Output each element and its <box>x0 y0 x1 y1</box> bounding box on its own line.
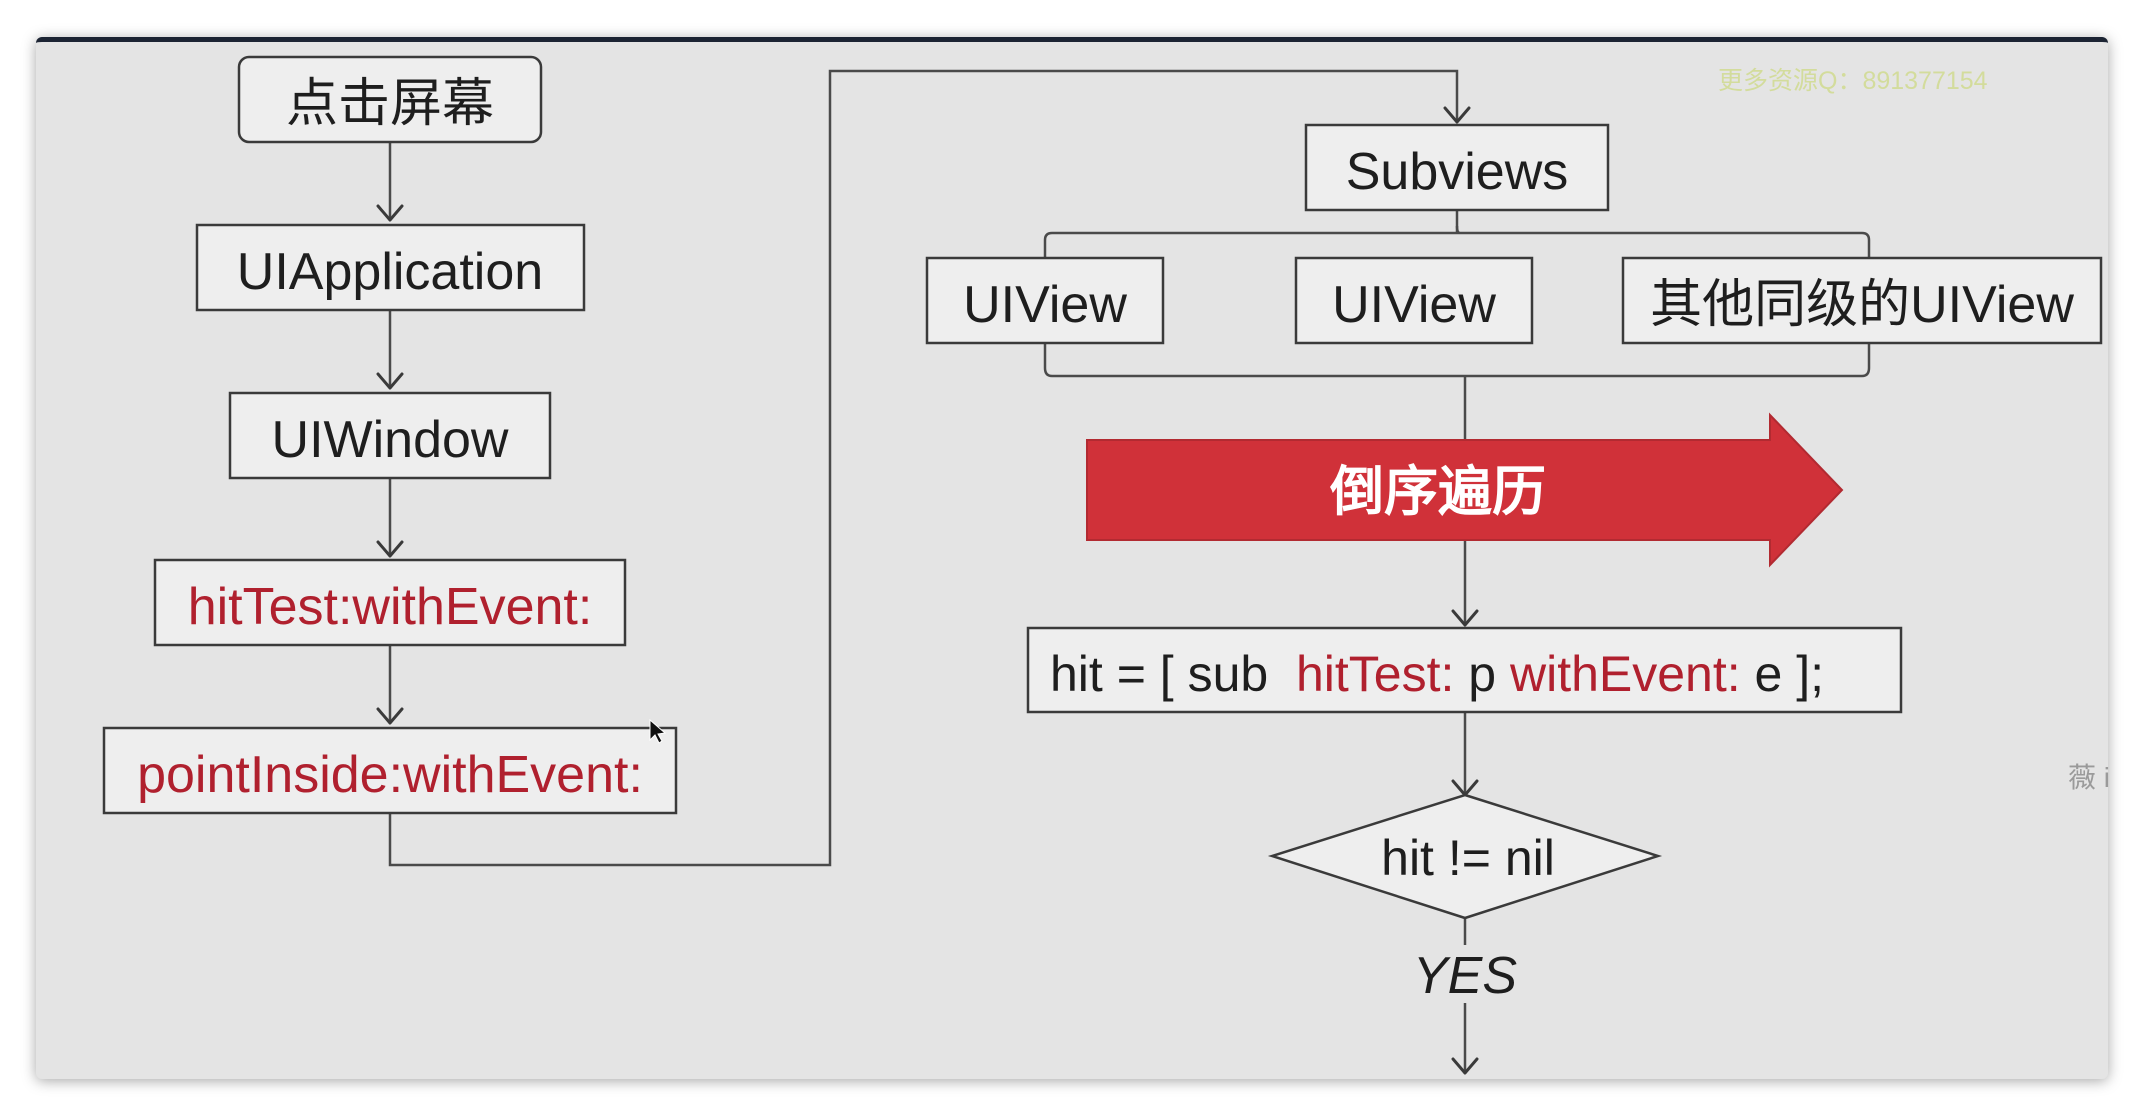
children-bracket <box>1043 343 1871 440</box>
node-uiview-2-label: UIView <box>1332 276 1496 334</box>
node-tap-screen: 点击屏幕 <box>237 55 543 144</box>
hit-code-part5: e ]; <box>1741 646 1824 702</box>
node-uiapplication: UIApplication <box>195 223 586 312</box>
watermark-text: 更多资源Q：891377154 <box>1718 67 1988 95</box>
right-connectors <box>1451 540 1479 1075</box>
node-decision: hit != nil <box>1267 793 1663 920</box>
node-hittest: hitTest:withEvent: <box>153 558 627 647</box>
node-decision-label: hit != nil <box>1381 830 1555 886</box>
hit-code-part1: hit = [ sub <box>1050 646 1296 702</box>
reverse-traverse-arrow: 倒序遍历 <box>1086 412 1844 568</box>
node-hit-code: hit = [ sub hitTest: p withEvent: e ]; <box>1026 626 1903 714</box>
hit-code-part4: withEvent: <box>1509 646 1741 702</box>
loop-connector <box>388 69 1459 867</box>
side-note-text: 薇 i <box>2068 762 2110 793</box>
node-hittest-label: hitTest:withEvent: <box>188 578 593 636</box>
subviews-arrowhead <box>1443 106 1471 124</box>
node-uiapplication-label: UIApplication <box>237 243 543 301</box>
node-uiwindow: UIWindow <box>228 391 552 480</box>
hit-code-part2: hitTest: <box>1296 646 1454 702</box>
subviews-bracket <box>1043 210 1871 258</box>
node-subviews: Subviews <box>1304 123 1610 212</box>
mouse-cursor-icon <box>649 718 667 744</box>
left-connectors <box>376 142 404 725</box>
node-uiview-2: UIView <box>1294 256 1534 345</box>
node-uiview-1-label: UIView <box>963 276 1127 334</box>
node-other-uiview: 其他同级的UIView <box>1621 256 2103 345</box>
node-uiview-1: UIView <box>925 256 1165 345</box>
node-tap-screen-label: 点击屏幕 <box>286 75 494 133</box>
hit-code-part3: p <box>1454 646 1510 702</box>
node-hit-code-label: hit = [ sub hitTest: p withEvent: e ]; <box>1050 646 1824 702</box>
node-uiwindow-label: UIWindow <box>272 411 509 469</box>
node-other-uiview-label: 其他同级的UIView <box>1650 276 2074 334</box>
reverse-traverse-label: 倒序遍历 <box>1329 462 1546 522</box>
node-pointinside: pointInside:withEvent: <box>102 726 678 815</box>
node-pointinside-label: pointInside:withEvent: <box>137 746 643 804</box>
node-subviews-label: Subviews <box>1346 143 1569 201</box>
yes-label: YES <box>1413 947 1517 1005</box>
